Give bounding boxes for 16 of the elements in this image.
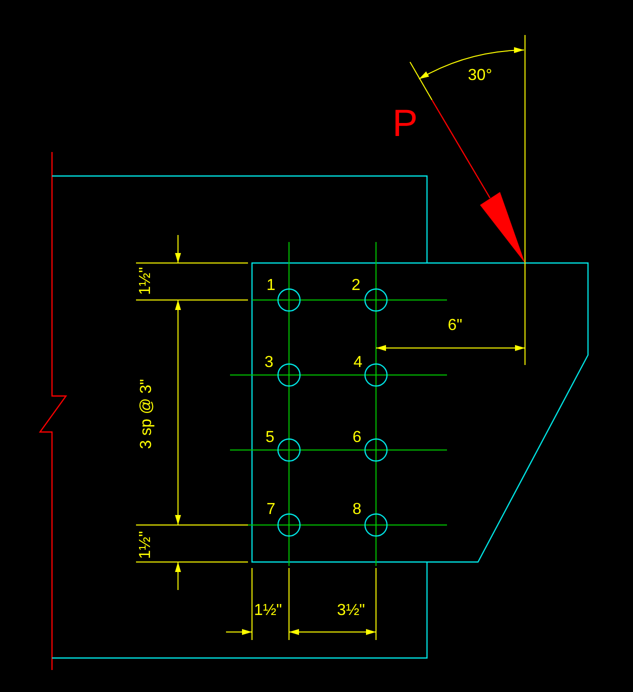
angle-label: 30°: [468, 68, 492, 84]
bolt-number: 8: [352, 502, 362, 518]
bolt-number: 6: [352, 430, 362, 446]
bolt-number: 7: [266, 502, 276, 518]
dimension-label: 1½": [138, 531, 154, 559]
bolt-number: 1: [266, 278, 276, 294]
dimension-label: 6": [448, 318, 462, 334]
dimension-label: 1½": [138, 267, 154, 295]
dimension-label: 1½": [254, 603, 282, 619]
bolt-number: 3: [264, 355, 274, 371]
force-label: P: [392, 105, 418, 143]
dimension-label: 3½": [337, 603, 365, 619]
dimension-label: 3 sp @ 3": [139, 379, 155, 449]
bolt-number: 5: [266, 430, 274, 446]
bolt-number: 2: [352, 278, 360, 294]
bolt-number: 4: [354, 355, 362, 371]
